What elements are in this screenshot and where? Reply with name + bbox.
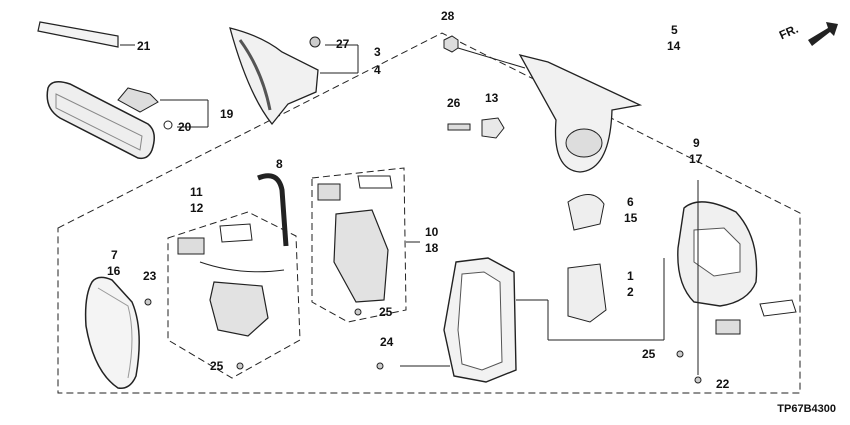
screws	[144, 298, 702, 384]
callout-24: 24	[380, 335, 394, 349]
callout-21: 21	[137, 39, 151, 53]
callout-12: 12	[190, 201, 204, 215]
callout-4: 4	[374, 63, 381, 77]
callout-8: 8	[276, 157, 283, 171]
callout-2: 2	[627, 285, 634, 299]
callout-28: 28	[441, 9, 455, 23]
callout-3: 3	[374, 45, 381, 59]
callout-10: 10	[425, 225, 439, 239]
callout-23: 23	[143, 269, 157, 283]
callout-25-b: 25	[379, 305, 393, 319]
mirror-glass	[84, 276, 140, 389]
assembly-outline	[57, 32, 801, 394]
callout-19: 19	[220, 107, 234, 121]
callout-11: 11	[190, 185, 203, 199]
mirror-housing-frame	[400, 257, 665, 383]
callout-18: 18	[425, 241, 439, 255]
callout-20: 20	[178, 120, 192, 134]
callout-1: 1	[627, 269, 634, 283]
callout-26: 26	[447, 96, 461, 110]
callout-6: 6	[627, 195, 634, 209]
callout-7: 7	[111, 248, 118, 262]
callout-9: 9	[693, 136, 700, 150]
callout-5: 5	[671, 23, 678, 37]
callout-13: 13	[485, 91, 499, 105]
parts-1-2-6-15	[567, 194, 607, 323]
direction-arrow	[808, 22, 838, 46]
callout-15: 15	[624, 211, 638, 225]
callout-27: 27	[336, 37, 350, 51]
rearview-mirror	[46, 81, 209, 160]
part-21-strip	[37, 21, 135, 48]
callout-25-c: 25	[642, 347, 656, 361]
part-3-4-cover	[229, 27, 359, 126]
diagram-code: TP67B4300	[777, 403, 836, 415]
part-8-cable	[257, 173, 289, 247]
callout-25-a: 25	[210, 359, 224, 373]
callout-14: 14	[667, 39, 681, 53]
part-28-nut	[443, 35, 526, 69]
callout-16: 16	[107, 264, 121, 278]
part-10-18-group	[311, 167, 420, 323]
part-13-26	[447, 117, 505, 139]
part-11-12-group	[167, 211, 301, 379]
callout-22: 22	[716, 377, 730, 391]
part-9-17-cover	[677, 180, 797, 375]
callout-17: 17	[689, 152, 703, 166]
part-5-14-base	[518, 54, 643, 173]
